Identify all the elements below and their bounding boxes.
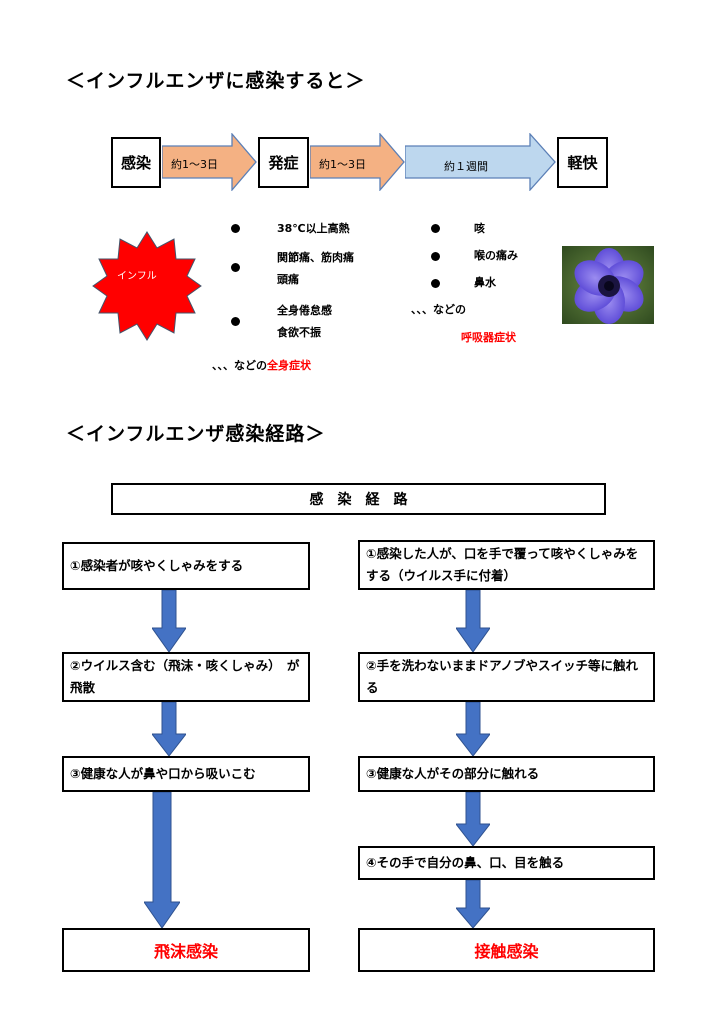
symptom-fatigue: 全身倦怠感 <box>277 304 332 317</box>
contact-step-3-text: ③健康な人がその部分に触れる <box>366 766 540 781</box>
droplet-step-3-text: ③健康な人が鼻や口から吸いこむ <box>70 766 256 781</box>
arrow-recovery <box>405 133 556 191</box>
down-arrow-icon <box>152 590 186 652</box>
symptom-runny-nose: 鼻水 <box>474 276 496 289</box>
bullet-icon <box>431 252 440 261</box>
droplet-infection-result: 飛沫感染 <box>62 928 310 972</box>
droplet-step-1: ①感染者が咳やくしゃみをする <box>62 542 310 590</box>
down-arrow-icon <box>456 792 490 846</box>
droplet-step-2-text: ②ウイルス含む（飛沫・咳くしゃみ） が飛散 <box>70 658 300 695</box>
influenza-burst-label: インフル <box>117 271 157 282</box>
bullet-icon <box>431 224 440 233</box>
symptom-appetite-loss: 食欲不振 <box>277 326 321 339</box>
arrow-incubation-label: 約1～3日 <box>171 158 218 171</box>
stage-onset: 発症 <box>258 137 309 188</box>
droplet-step-1-text: ①感染者が咳やくしゃみをする <box>70 558 244 573</box>
bullet-icon <box>231 263 240 272</box>
anemone-flower-image <box>562 246 654 324</box>
arrow-incubation <box>162 133 257 191</box>
arrow-onset-period <box>310 133 405 191</box>
contact-step-2-text: ②手を洗わないままドアノブやスイッチ等に触れる <box>366 658 638 695</box>
down-arrow-icon <box>456 880 490 928</box>
systemic-symptoms-note: 、、、などの全身症状 <box>212 358 311 374</box>
symptom-headache: 頭痛 <box>277 273 299 286</box>
contact-infection-result: 接触感染 <box>358 928 655 972</box>
symptom-cough: 咳 <box>474 222 485 235</box>
influenza-burst-shape <box>92 231 202 341</box>
bullet-icon <box>231 317 240 326</box>
droplet-step-3: ③健康な人が鼻や口から吸いこむ <box>62 756 310 792</box>
down-arrow-icon <box>152 702 186 756</box>
route-header-label: 感 染 経 路 <box>309 492 408 508</box>
contact-step-1-text: ①感染した人が、口を手で覆って咳やくしゃみをする（ウイルス手に付着） <box>366 546 639 583</box>
arrow-recovery-label: 約１週間 <box>444 160 488 173</box>
contact-step-4-text: ④その手で自分の鼻、口、目を触る <box>366 855 565 870</box>
droplet-step-2: ②ウイルス含む（飛沫・咳くしゃみ） が飛散 <box>62 652 310 702</box>
section1-title: ＜インフルエンザに感染すると＞ <box>66 70 366 92</box>
route-header-box: 感 染 経 路 <box>111 483 606 515</box>
stage-infection: 感染 <box>111 137 161 188</box>
bullet-icon <box>431 279 440 288</box>
bullet-icon <box>231 224 240 233</box>
section2-title: ＜インフルエンザ感染経路＞ <box>66 423 326 445</box>
note-prefix: 、、、などの <box>212 359 267 372</box>
contact-step-3: ③健康な人がその部分に触れる <box>358 756 655 792</box>
down-arrow-icon <box>456 702 490 756</box>
contact-step-4: ④その手で自分の鼻、口、目を触る <box>358 846 655 880</box>
stage-recovery: 軽快 <box>557 137 608 188</box>
symptom-sore-throat: 喉の痛み <box>474 249 518 262</box>
respiratory-symptoms-label: 呼吸器症状 <box>461 331 516 344</box>
down-arrow-icon <box>144 792 180 928</box>
arrow-onset-period-label: 約1～3日 <box>319 158 366 171</box>
contact-step-2: ②手を洗わないままドアノブやスイッチ等に触れる <box>358 652 655 702</box>
contact-step-1: ①感染した人が、口を手で覆って咳やくしゃみをする（ウイルス手に付着） <box>358 540 655 590</box>
symptom-joint-pain: 関節痛、筋肉痛 <box>277 251 354 264</box>
down-arrow-icon <box>456 590 490 652</box>
symptom-fever: 38℃以上高熱 <box>277 222 350 235</box>
respiratory-note-prefix: 、、、などの <box>411 303 466 316</box>
systemic-symptoms-label: 全身症状 <box>267 359 311 372</box>
